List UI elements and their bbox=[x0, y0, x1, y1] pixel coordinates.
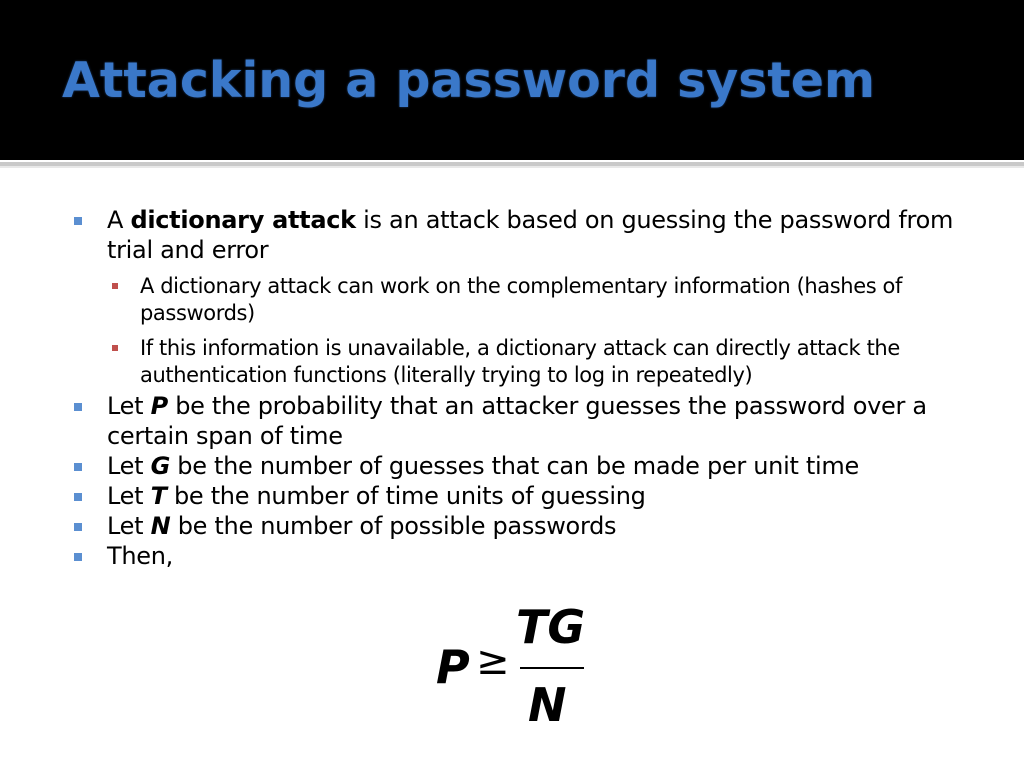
square-bullet-icon bbox=[112, 345, 118, 351]
bullet-text-post: be the number of guesses that can be mad… bbox=[169, 452, 859, 480]
formula-numerator: TG bbox=[516, 600, 586, 654]
bullet-text-pre: A bbox=[107, 206, 131, 234]
title-divider-shadow bbox=[0, 166, 1024, 168]
sub-bullet-list: A dictionary attack can work on the comp… bbox=[107, 273, 972, 389]
formula-lhs: P bbox=[436, 640, 470, 694]
probability-formula: P ≥ TG N bbox=[436, 600, 596, 734]
variable-p: P bbox=[150, 392, 169, 420]
bullet-text-post: be the probability that an attacker gues… bbox=[107, 392, 927, 450]
square-bullet-icon bbox=[74, 553, 82, 561]
formula-denominator: N bbox=[528, 678, 567, 732]
square-bullet-icon bbox=[74, 217, 82, 225]
variable-t: T bbox=[150, 482, 167, 510]
bullet-text-post: is an attack based on guessing the passw… bbox=[107, 206, 954, 264]
bullet-term: dictionary attack bbox=[130, 206, 356, 234]
bullet-text-pre: Let bbox=[107, 512, 151, 540]
sub-bullet-direct-attack: If this information is unavailable, a di… bbox=[107, 335, 972, 389]
formula-relation: ≥ bbox=[476, 638, 510, 684]
bullet-let-n: Let N be the number of possible password… bbox=[72, 511, 972, 541]
square-bullet-icon bbox=[112, 283, 118, 289]
slide-body: A dictionary attack is an attack based o… bbox=[72, 205, 972, 571]
bullet-list: A dictionary attack is an attack based o… bbox=[72, 205, 972, 571]
variable-g: G bbox=[150, 452, 171, 480]
sub-bullet-text: If this information is unavailable, a di… bbox=[140, 336, 900, 387]
bullet-let-p: Let P be the probability that an attacke… bbox=[72, 391, 972, 451]
sub-bullet-hashes: A dictionary attack can work on the comp… bbox=[107, 273, 972, 327]
square-bullet-icon bbox=[74, 463, 82, 471]
bullet-text-pre: Let bbox=[107, 392, 151, 420]
bullet-text-pre: Let bbox=[107, 482, 151, 510]
square-bullet-icon bbox=[74, 403, 82, 411]
bullet-text-pre: Let bbox=[107, 452, 151, 480]
bullet-then: Then, bbox=[72, 541, 972, 571]
slide-title: Attacking a password system bbox=[62, 52, 876, 109]
fraction-bar bbox=[520, 667, 584, 669]
square-bullet-icon bbox=[74, 493, 82, 501]
bullet-let-g: Let G be the number of guesses that can … bbox=[72, 451, 972, 481]
variable-n: N bbox=[150, 512, 171, 540]
bullet-text-post: be the number of time units of guessing bbox=[166, 482, 646, 510]
bullet-let-t: Let T be the number of time units of gue… bbox=[72, 481, 972, 511]
sub-bullet-text: A dictionary attack can work on the comp… bbox=[140, 274, 902, 325]
bullet-text-post: be the number of possible passwords bbox=[170, 512, 617, 540]
bullet-text: Then, bbox=[107, 542, 173, 570]
square-bullet-icon bbox=[74, 523, 82, 531]
bullet-dictionary-attack: A dictionary attack is an attack based o… bbox=[72, 205, 972, 389]
title-bar bbox=[0, 0, 1024, 160]
title-divider bbox=[0, 162, 1024, 166]
